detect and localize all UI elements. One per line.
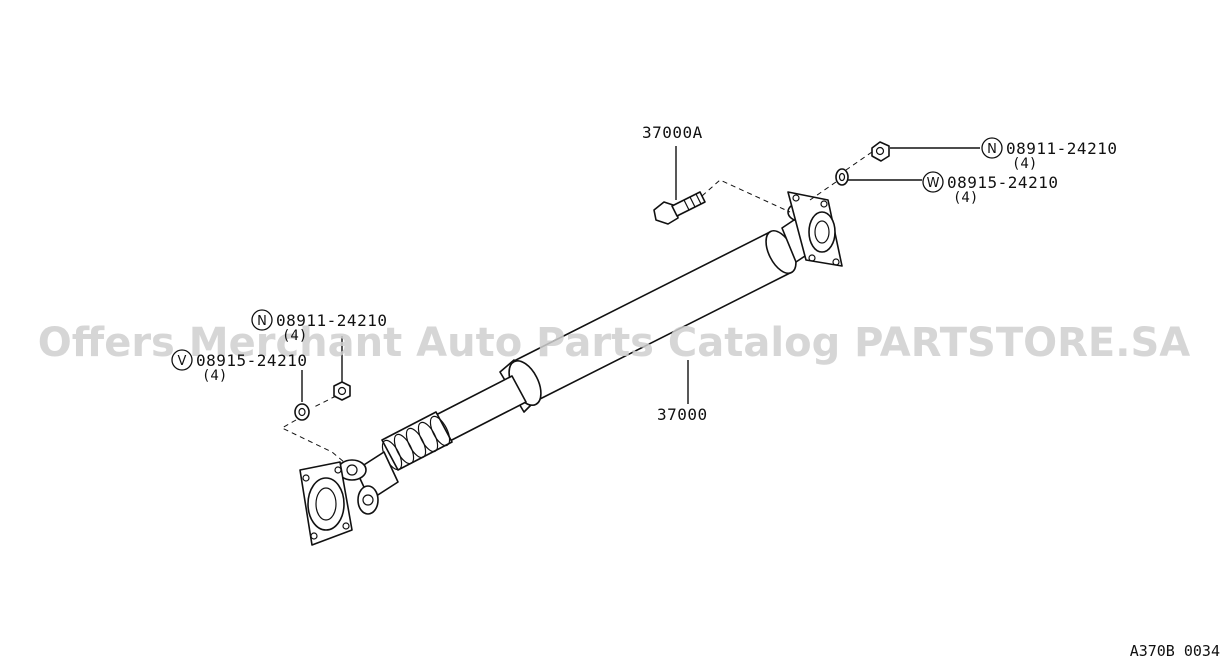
front-washer-part-number: 08915-24210: [196, 351, 307, 370]
rear-nut-badge: [981, 137, 1003, 159]
shaft-spline-boot: [381, 411, 453, 471]
flange-bolt: [653, 191, 706, 225]
rear-nut-callout: N 08911-24210 (4): [981, 137, 1117, 172]
rear-washer-badge: [922, 171, 944, 193]
front-nut-part-number: 08911-24210: [276, 311, 387, 330]
front-flange: [299, 461, 353, 546]
front-universal-joint: [337, 451, 399, 515]
rear-washer-badge-letter: W: [927, 176, 940, 191]
rear-washer-quantity: (4): [953, 190, 978, 206]
rear-washer-part-number: 08915-24210: [947, 173, 1058, 192]
rear-washer: [835, 168, 849, 186]
rear-nut-badge-letter: N: [987, 142, 997, 157]
rear-nut-part-number: 08911-24210: [1006, 139, 1117, 158]
front-nut: [333, 381, 351, 401]
bolt-dashed-path: [701, 179, 791, 213]
front-washer-badge-letter: V: [178, 354, 187, 369]
front-fastener-dashed-path: [280, 395, 345, 463]
propeller-shaft-drawing: [299, 191, 843, 546]
shaft-main-tube: [511, 231, 793, 403]
front-nut-badge-letter: N: [257, 314, 267, 329]
shaft-part-number: 37000: [657, 405, 708, 424]
rear-flange: [787, 191, 843, 267]
front-washer: [294, 403, 310, 421]
rear-washer-callout: W 08915-24210 (4): [922, 171, 1058, 206]
watermark-text: Offers Merchant Auto Parts Catalog PARTS…: [38, 320, 1190, 366]
diagram-code: A370B 0034: [1130, 642, 1220, 660]
rear-nut: [871, 141, 890, 162]
bolt-part-number: 37000A: [642, 123, 703, 142]
front-nut-callout: N 08911-24210 (4): [251, 309, 387, 344]
front-washer-badge: [171, 349, 193, 371]
front-nut-quantity: (4): [282, 328, 307, 344]
rear-nut-quantity: (4): [1012, 156, 1037, 172]
front-washer-callout: V 08915-24210 (4): [171, 349, 307, 384]
front-washer-quantity: (4): [202, 368, 227, 384]
front-nut-badge: [251, 309, 273, 331]
